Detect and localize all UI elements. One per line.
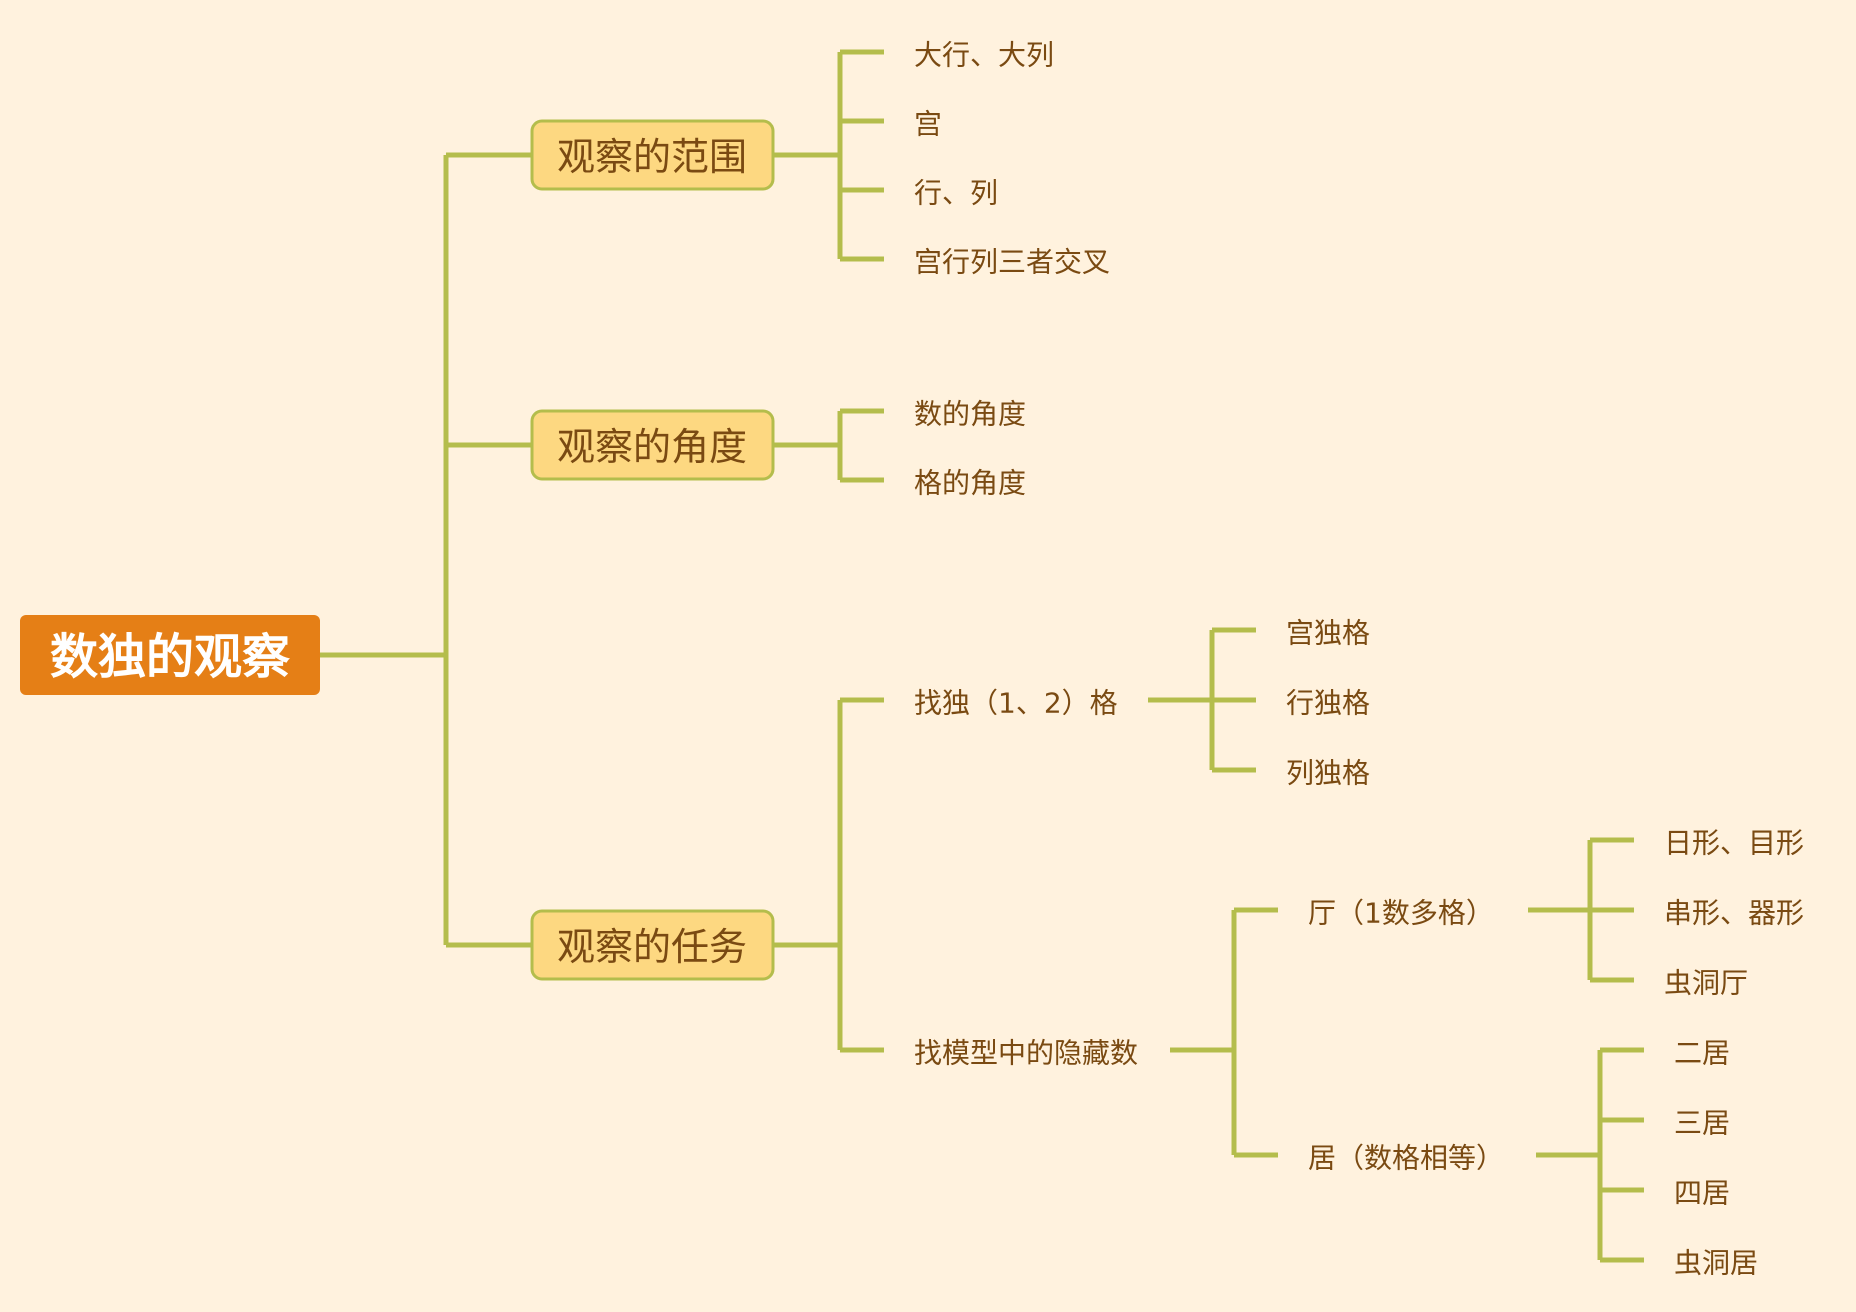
topic-intersection[interactable]: 宫行列三者交叉: [914, 246, 1110, 279]
topic-sun-eye-shape[interactable]: 日形、目形: [1664, 827, 1804, 860]
branch-node-angle-label: 观察的角度: [557, 425, 747, 469]
branch-node-scope-label: 观察的范围: [557, 135, 747, 179]
topic-number-angle[interactable]: 数的角度: [914, 398, 1026, 431]
topic-wormhole-residence[interactable]: 虫洞居: [1674, 1247, 1758, 1280]
topic-two-residence[interactable]: 二居: [1674, 1037, 1730, 1070]
branch-node-task[interactable]: 观察的任务: [530, 909, 775, 981]
topic-three-residence[interactable]: 三居: [1674, 1107, 1730, 1140]
branch-node-scope-box: [530, 119, 775, 191]
root-node-box: [20, 615, 320, 695]
topic-cell-angle[interactable]: 格的角度: [914, 467, 1026, 500]
connector-lines: [320, 49, 1644, 1263]
topic-big-row-col[interactable]: 大行、大列: [914, 39, 1054, 72]
branch-node-angle-box: [530, 409, 775, 481]
topic-wormhole-hall[interactable]: 虫洞厅: [1664, 967, 1748, 1000]
root-node[interactable]: 数独的观察: [20, 615, 320, 695]
topic-row-col[interactable]: 行、列: [914, 177, 998, 210]
topic-find-hidden[interactable]: 找模型中的隐藏数: [914, 1037, 1138, 1070]
branch-node-scope[interactable]: 观察的范围: [530, 119, 775, 191]
topic-box[interactable]: 宫: [914, 108, 942, 141]
branch-node-angle[interactable]: 观察的角度: [530, 409, 775, 481]
topic-row-single[interactable]: 行独格: [1286, 687, 1370, 720]
topic-box-single[interactable]: 宫独格: [1286, 617, 1370, 650]
branch-node-task-label: 观察的任务: [557, 925, 747, 969]
topic-hall[interactable]: 厅（1数多格）: [1308, 897, 1494, 930]
topic-four-residence[interactable]: 四居: [1674, 1177, 1730, 1210]
branch-node-task-box: [530, 909, 775, 981]
topic-string-vessel-shape[interactable]: 串形、器形: [1664, 897, 1804, 930]
topic-residence[interactable]: 居（数格相等）: [1308, 1142, 1504, 1175]
root-node-label: 数独的观察: [50, 629, 290, 685]
topic-col-single[interactable]: 列独格: [1286, 757, 1370, 790]
topic-find-single[interactable]: 找独（1、2）格: [914, 687, 1118, 720]
